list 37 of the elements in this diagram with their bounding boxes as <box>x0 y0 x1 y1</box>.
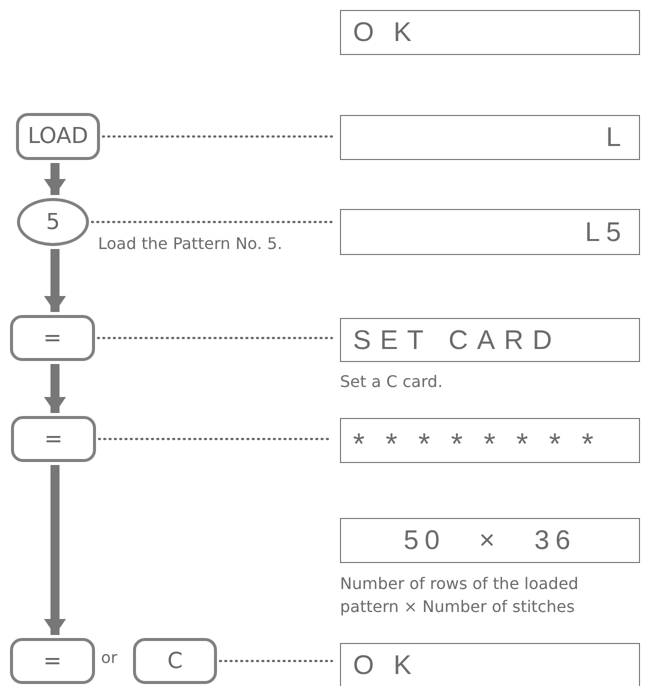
display-text: ******** <box>353 428 614 462</box>
display-screen <box>340 115 640 160</box>
down-arrow <box>44 163 66 195</box>
dotted-leader-line <box>102 135 334 138</box>
display-text: 50 × 36 <box>404 525 576 556</box>
key-label: = <box>44 426 63 452</box>
display-screen <box>340 418 640 463</box>
dotted-leader-line <box>218 660 334 662</box>
display-screen <box>340 318 640 362</box>
display-screen <box>340 209 640 255</box>
display-screen <box>340 518 640 563</box>
key-label: = <box>43 326 62 350</box>
connector-word: or <box>101 648 118 667</box>
display-screen <box>340 10 640 55</box>
display-text: SET CARD <box>353 324 562 356</box>
keypad-key <box>10 638 95 684</box>
note-text: Number of rows of the loaded pattern × Number of stitches <box>340 573 580 618</box>
display-text: L5 <box>584 216 627 248</box>
dotted-leader-line <box>90 220 334 224</box>
keypad-key <box>11 416 96 462</box>
key-label: = <box>43 648 62 674</box>
keypad-key <box>10 315 95 361</box>
note-text: Load the Pattern No. 5. <box>98 233 284 255</box>
display-text: L <box>606 122 627 153</box>
down-arrow <box>44 364 66 413</box>
key-label: LOAD <box>28 124 88 149</box>
keypad-key <box>16 113 100 160</box>
down-arrow <box>44 249 66 312</box>
dotted-leader-line <box>96 336 334 340</box>
key-label: C <box>167 648 183 674</box>
note-text: Set a C card. <box>340 371 444 393</box>
down-arrow <box>44 465 66 635</box>
display-text: O K <box>353 650 418 681</box>
key-label: 5 <box>46 210 60 234</box>
display-screen <box>340 643 640 686</box>
display-text: O K <box>353 17 418 48</box>
keypad-key <box>133 638 217 684</box>
